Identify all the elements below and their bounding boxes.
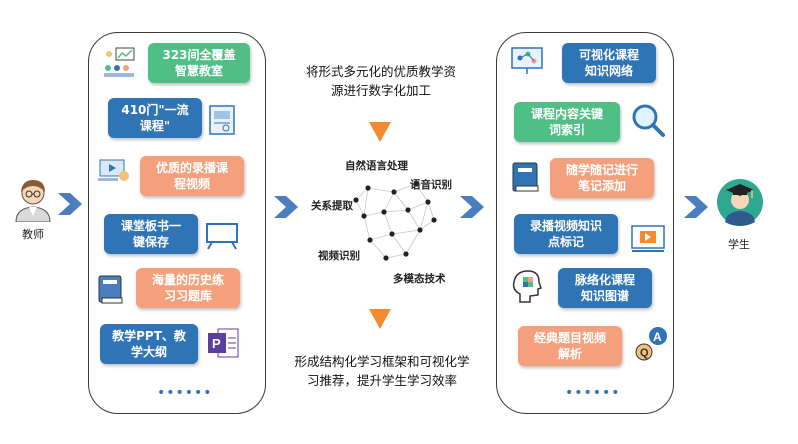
label-speech-recognition: 语音识别 (410, 179, 452, 191)
right-item-keyword-index: 课程内容关键 词索引 (514, 102, 620, 142)
teacher-avatar (12, 176, 54, 222)
label-multimodal: 多模态技术 (393, 273, 446, 285)
network-graph (353, 181, 437, 261)
video-screen-icon (98, 159, 129, 181)
label-video-recognition: 视频识别 (318, 250, 360, 262)
label-nlp: 自然语言处理 (345, 160, 408, 172)
right-item-knowledge-graph: 脉络化课程 知识图谱 (558, 268, 652, 308)
label-relation-extraction: 关系提取 (311, 200, 353, 212)
books-icon (98, 275, 123, 304)
chevron-right-icon (274, 196, 298, 218)
svg-text:A: A (653, 330, 662, 344)
left-item-recorded-videos: 优质的录播课 程视频 (140, 156, 244, 196)
right-more-dots: •••••• (565, 385, 621, 401)
document-icon (209, 105, 235, 135)
notebook-icon (512, 162, 539, 192)
magnifier-icon (632, 104, 665, 137)
student-icon (717, 179, 763, 226)
left-item-smart-classroom: 323间全覆盖 智慧教室 (148, 43, 250, 83)
svg-text:Q: Q (640, 347, 649, 359)
student-label: 学生 (728, 238, 750, 251)
teacher-label: 教师 (22, 228, 44, 241)
right-item-notes: 随学随记进行 笔记添加 (550, 158, 654, 198)
question-answer-icon: A Q (635, 327, 667, 361)
classroom-icon (104, 47, 135, 77)
left-item-blackboard-save: 课堂板书一 键保存 (104, 214, 198, 254)
student-avatar (716, 178, 764, 226)
svg-text:P: P (212, 336, 221, 351)
chevron-right-icon (460, 196, 484, 218)
video-player-icon (631, 225, 665, 252)
center-bottom-text: 形成结构化学习框架和可视化学 习推荐，提升学生学习效率 (294, 354, 470, 388)
chevron-right-icon (58, 193, 82, 215)
teacher-icon (15, 180, 51, 222)
left-item-first-class-courses: 410门"一流 课程" (108, 98, 202, 138)
triangle-down-icon (369, 122, 391, 142)
right-item-problem-videos: 经典题目视频 解析 (518, 326, 622, 366)
left-more-dots: •••••• (157, 385, 213, 401)
brain-head-icon (512, 270, 542, 303)
whiteboard-icon (206, 223, 238, 250)
left-item-exercise-bank: 海量的历史练 习习题库 (136, 268, 240, 308)
center-top-text: 将形式多元化的优质教学资 源进行数字化加工 (305, 64, 456, 98)
left-item-ppt-syllabus: 教学PPT、教 学大纲 (100, 324, 198, 364)
chevron-right-icon (684, 196, 708, 218)
triangle-down-icon (369, 309, 391, 329)
right-item-video-markers: 录播视频知识 点标记 (514, 214, 618, 254)
right-item-visual-network: 可视化课程 知识网络 (562, 43, 656, 83)
presentation-network-icon (511, 47, 543, 74)
powerpoint-icon: P (208, 328, 239, 358)
